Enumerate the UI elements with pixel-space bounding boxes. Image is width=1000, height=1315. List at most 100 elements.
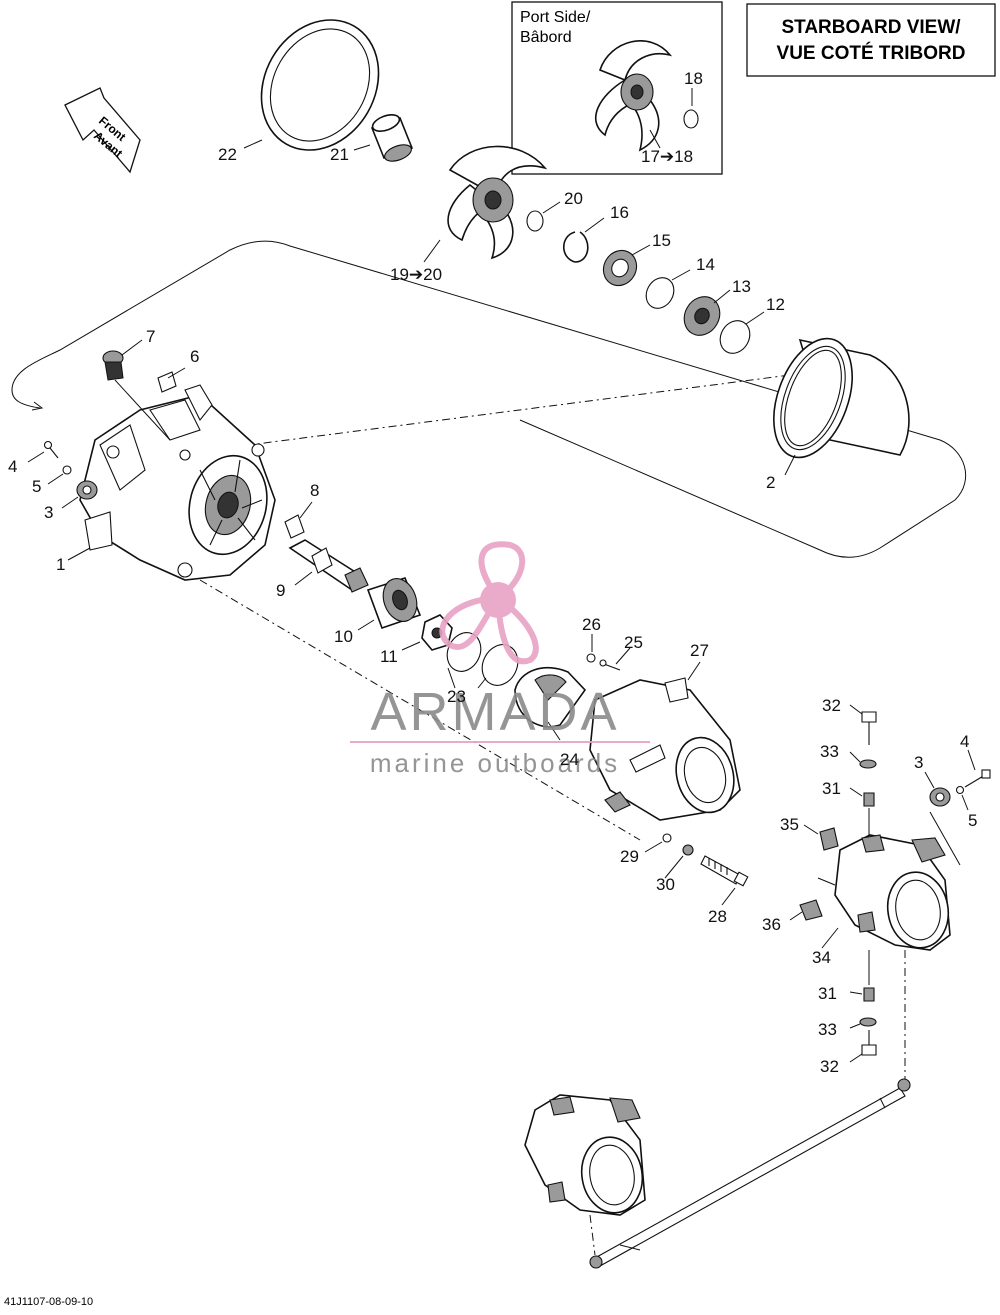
callout-4-right: 4 <box>960 732 969 751</box>
armada-watermark: ARMADA marine outboards <box>350 541 650 778</box>
impeller-shaft-part-9 <box>288 539 369 593</box>
callout-7: 7 <box>146 327 155 346</box>
callout-9: 9 <box>276 581 285 600</box>
bushing-part-8 <box>284 514 305 539</box>
callout-12: 12 <box>766 295 785 314</box>
callout-14: 14 <box>696 255 715 274</box>
callout-16: 16 <box>610 203 629 222</box>
callout-1: 1 <box>56 555 65 574</box>
callout-36: 36 <box>762 915 781 934</box>
callout-4-left: 4 <box>8 457 17 476</box>
inset-callout-17-18: 17➔18 <box>641 147 693 166</box>
screw-part-25 <box>599 659 621 671</box>
bushing-part-31-top <box>863 792 875 807</box>
bushing-part-35 <box>819 827 839 851</box>
callout-28: 28 <box>708 907 727 926</box>
callout-29: 29 <box>620 847 639 866</box>
callout-21: 21 <box>330 145 349 164</box>
callout-33-bottom: 33 <box>818 1020 837 1039</box>
view-title-box: STARBOARD VIEW/ VUE COTÉ TRIBORD <box>746 3 996 77</box>
seal-part-15 <box>602 249 638 287</box>
callout-3-left: 3 <box>44 503 53 522</box>
pump-housing-part-1 <box>79 384 276 581</box>
inset-label-line2: Bâbord <box>520 29 572 46</box>
callout-22: 22 <box>218 145 237 164</box>
figure-code: 41J1107-08-09-10 <box>4 1296 93 1308</box>
watermark-brand: ARMADA <box>370 682 619 742</box>
washer-part-33-top <box>859 759 877 769</box>
callout-2: 2 <box>766 473 775 492</box>
drain-plug-part-7 <box>102 350 171 441</box>
impeller-part-19 <box>447 145 548 260</box>
callout-33-top: 33 <box>820 742 839 761</box>
right-grommet-part-3 <box>929 787 951 807</box>
callout-15: 15 <box>652 231 671 250</box>
right-bolt-part-4 <box>964 769 991 788</box>
bearing-cap-part-13 <box>683 296 721 336</box>
o-ring-part-14 <box>645 277 675 309</box>
view-title-line1: STARBOARD VIEW/ <box>781 17 961 38</box>
callout-13: 13 <box>732 277 751 296</box>
propeller-logo-icon <box>439 541 539 665</box>
callout-30: 30 <box>656 875 675 894</box>
callout-27: 27 <box>690 641 709 660</box>
lockwasher-part-30 <box>682 844 694 856</box>
lower-assembly-axis <box>199 579 641 841</box>
watermark-tagline: marine outboards <box>370 748 620 778</box>
nozzle-part-34 <box>834 834 951 951</box>
callout-31-top: 31 <box>822 779 841 798</box>
inset-o-ring-drawing <box>683 109 699 129</box>
steering-linkage-rod <box>589 1078 911 1269</box>
callout-5-left: 5 <box>32 477 41 496</box>
washer-part-33-bottom <box>859 1017 877 1027</box>
callout-5-right: 5 <box>968 811 977 830</box>
part-callouts: 1 2 3 3 4 4 5 5 6 7 8 9 10 11 12 13 14 1… <box>8 145 977 1076</box>
front-direction-arrow: Front Avant <box>64 87 141 174</box>
cone-part-24 <box>514 666 587 728</box>
callout-20: 20 <box>564 189 583 208</box>
callout-34: 34 <box>812 948 831 967</box>
callout-10: 10 <box>334 627 353 646</box>
callout-35: 35 <box>780 815 799 834</box>
wear-ring-part-22 <box>260 19 380 151</box>
right-washer-part-5 <box>955 785 965 795</box>
callout-24: 24 <box>560 750 579 769</box>
inset-label-line1: Port Side/ <box>520 9 591 26</box>
callout-26: 26 <box>582 615 601 634</box>
callout-25: 25 <box>624 633 643 652</box>
callout-3-right: 3 <box>914 753 923 772</box>
callout-32-top: 32 <box>822 696 841 715</box>
callout-32-bottom: 32 <box>820 1057 839 1076</box>
washer-part-26 <box>586 653 596 663</box>
circlip-part-16 <box>562 231 589 263</box>
callout-31-bottom: 31 <box>818 984 837 1003</box>
port-side-inset: Port Side/ Bâbord 18 17➔18 <box>511 1 723 175</box>
bolt-part-32-top <box>861 711 877 745</box>
bearing-part-10 <box>366 577 422 630</box>
bushing-part-6 <box>157 371 177 393</box>
callout-8: 8 <box>310 481 319 500</box>
bolt-part-32-bottom <box>861 1030 877 1056</box>
bushing-part-36 <box>799 899 823 921</box>
wear-ring-sleeve-part-2 <box>773 337 910 459</box>
callout-11: 11 <box>380 647 398 666</box>
bushing-part-21 <box>370 114 414 162</box>
left-grommet-part-3 <box>76 480 98 500</box>
left-washer-part-5 <box>62 465 72 475</box>
inset-impeller-drawing <box>594 40 673 152</box>
callout-6: 6 <box>190 347 199 366</box>
callout-19-20: 19➔20 <box>390 265 442 284</box>
steering-nozzle-assembly <box>524 1094 646 1216</box>
inset-callout-18: 18 <box>684 69 703 88</box>
view-title-line2: VUE COTÉ TRIBORD <box>777 42 966 64</box>
bushing-part-31-bottom <box>863 987 875 1002</box>
left-bolt-part-4 <box>43 440 59 459</box>
o-ring-part-12 <box>719 320 751 354</box>
o-ring-part-20 <box>526 210 544 232</box>
callout-23: 23 <box>447 687 466 706</box>
venturi-part-27 <box>589 677 741 821</box>
assembly-group-outline <box>11 240 967 558</box>
washer-part-29 <box>662 833 672 843</box>
